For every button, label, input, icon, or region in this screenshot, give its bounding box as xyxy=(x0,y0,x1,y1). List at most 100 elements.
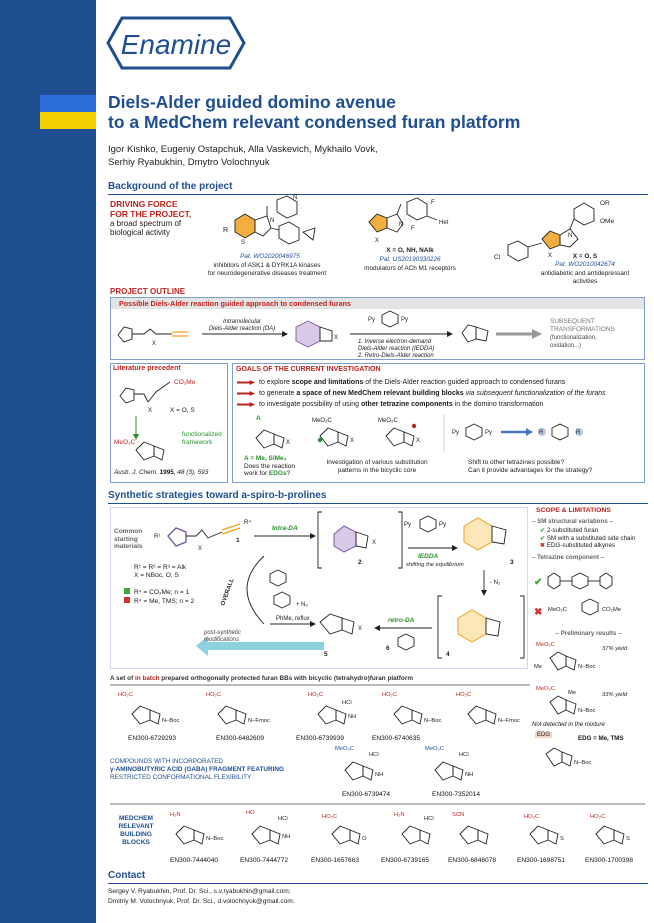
patent-1-desc-2: for neurodegenerative diseases treatment xyxy=(207,270,327,277)
retro-da-label: retro-DA xyxy=(388,617,415,624)
svg-text:F: F xyxy=(431,200,435,206)
compound-2-label: 2 xyxy=(358,559,362,566)
gaba1-hcl: HCl xyxy=(369,752,379,758)
phme-label: PhMe, reflux xyxy=(276,616,310,622)
prelim-yield-2: 33% yield xyxy=(602,692,628,698)
svg-text:X: X xyxy=(334,335,338,341)
mol3-or-label: OR xyxy=(600,200,610,207)
outline-step-1a: 1. Inverse electron-demand xyxy=(358,339,432,345)
goal-meo2c-1: MeO₂C xyxy=(312,418,332,424)
authors-line-1: Igor Kishko, Eugeniy Ostapchuk, Alla Vas… xyxy=(108,144,378,155)
lit-functionalized-2: framework xyxy=(182,439,213,446)
gaba-text: COMPOUNDS WITH INCORPORATED γ-AMINOBUTYR… xyxy=(110,758,284,781)
iedda-py-left: Py xyxy=(404,522,411,528)
patent-2-desc: modulators of ACh M1 receptors xyxy=(364,265,456,272)
iedda-py-right: Py xyxy=(439,522,446,528)
goal-1: to explore scope and limitations of the … xyxy=(237,377,642,388)
medchem-structures: H₂N N–Boc HO HCl NH HO₂C O H₂N HCl SCN H… xyxy=(170,810,630,845)
literature-scheme: CO₂Me X X = O, S MeO₂C functionalized fr… xyxy=(114,379,222,461)
mc2-hcl: HCl xyxy=(278,816,288,822)
goal-py-left: Py xyxy=(452,430,459,436)
batch-structures: HO₂C N–Boc HO₂C N–Fmoc HO₂C HCl NH HO₂C … xyxy=(118,692,520,725)
poster-title: Diels-Alder guided domino avenue to a Me… xyxy=(108,92,648,132)
mc-code-5: EN300-6846078 xyxy=(448,857,497,864)
patent-3-desc-1: antidiabetic and antidepressant xyxy=(540,270,630,277)
outline-approach-title: Possible Diels-Alder reaction guided app… xyxy=(111,298,644,309)
prelim-structures: MeO₂C Me N–Boc 37% yield MeO₂C Me N–Boc … xyxy=(534,642,628,715)
synthetic-scheme-box xyxy=(110,507,528,669)
compound-1-label: 1 xyxy=(236,537,240,544)
goals-structures: A X MeO₂C X MeO₂C X Py Py R R xyxy=(255,414,583,452)
bb1-ho2c: HO₂C xyxy=(118,692,133,698)
outline-subsequent-1: SUBSEQUENT xyxy=(550,318,595,325)
cross-icon: ✖ xyxy=(540,542,546,549)
enamine-logo: Enamine xyxy=(106,16,246,70)
goal-a-definition: A = Me, SiMe₃ Does the reaction work for… xyxy=(244,455,295,477)
bb-code-3: EN300-6739939 xyxy=(296,735,345,742)
r-definitions: R¹ = R² = R³ = Alk X = NBoc, O, S xyxy=(134,564,187,579)
arrow-right-icon xyxy=(237,380,255,385)
lit-co2me-label: CO₂Me xyxy=(174,379,196,386)
lit-ref-vol: , 48 (3), 593 xyxy=(173,469,209,476)
mc2-ho: HO xyxy=(246,810,255,816)
mc6-s: S xyxy=(560,836,564,842)
tetrazine-heading: – Tetrazine component – xyxy=(532,553,605,561)
outline-step-1b: Diels-Alder reaction (IEDDA) xyxy=(358,346,434,352)
mc-code-2: EN300-7444772 xyxy=(240,857,289,864)
driving-line-1: DRIVING FORCE xyxy=(110,199,178,209)
goal-py-right: Py xyxy=(485,430,492,436)
patent-3-molecule: OR OMe Cl N X xyxy=(494,200,614,262)
section-synthetic-heading: Synthetic strategies toward a-spiro-b-pr… xyxy=(108,490,648,504)
edg-structure: N–Boc xyxy=(545,747,592,767)
svg-text:X: X xyxy=(148,408,152,414)
goal-3: to investigate possibility of using othe… xyxy=(237,399,642,410)
check-icon: ✔ xyxy=(540,527,546,534)
bb3-hcl: HCl xyxy=(342,700,352,706)
arrow-right-icon xyxy=(237,402,255,407)
scope-panel: SCOPE & LIMITATIONS – SM structural vari… xyxy=(532,507,645,797)
patent-1-number: Pat. WO2020046975 xyxy=(240,253,300,260)
section-background-heading: Background of the project xyxy=(108,181,648,195)
outline-subsequent-2: TRANSFORMATIONS xyxy=(550,326,616,333)
svg-text:X: X xyxy=(358,626,362,632)
bb1-boc: N–Boc xyxy=(162,718,180,724)
scope-heading: SCOPE & LIMITATIONS xyxy=(536,507,611,514)
scope-tetrazines: ✔ ✖ MeO₂C CO₂Me xyxy=(534,572,621,618)
title-line-1: Diels-Alder guided domino avenue xyxy=(108,92,396,112)
red-square-icon xyxy=(124,597,130,603)
scope-sm-list: ✔ 2-substituted furan ✔ SM with a substi… xyxy=(540,527,636,549)
svg-text:✔: ✔ xyxy=(534,577,542,588)
mc2-nh: NH xyxy=(282,834,290,840)
not-detected-label: Not detected in the mixture xyxy=(532,721,605,728)
gaba2-nh: NH xyxy=(465,772,473,778)
outline-py-left: Py xyxy=(368,317,375,323)
mc5-scn: SCN xyxy=(452,812,464,818)
section-contact-heading: Contact xyxy=(108,870,648,884)
gaba2-hcl: HCl xyxy=(459,752,469,758)
patent-2-number: Pat. US20190330226 xyxy=(379,256,441,263)
bb-code-4: EN300-6740635 xyxy=(372,735,421,742)
outline-subsequent-3: (functionalization, xyxy=(550,335,597,341)
literature-reference: Austr. J. Chem. 1995, 48 (3), 593 xyxy=(114,469,208,476)
edg-definition: EDG = Me, TMS xyxy=(578,735,624,742)
svg-text:X: X xyxy=(372,540,376,546)
mc-code-4: EN300-6739165 xyxy=(381,857,430,864)
medchem-divider xyxy=(110,803,645,805)
mc6-ho2c: HO₂C xyxy=(524,814,539,820)
goals-list: to explore scope and limitations of the … xyxy=(237,377,642,410)
mc3-o: O xyxy=(362,836,367,842)
bb3-nh: NH xyxy=(348,714,356,720)
gaba-code-1: EN300-6739474 xyxy=(342,791,391,798)
common-materials-label: Common starting materials xyxy=(114,528,143,550)
bb4-boc: N–Boc xyxy=(424,718,442,724)
lit-meo2c-label: MeO₂C xyxy=(114,439,136,446)
lit-ref-year: 1995 xyxy=(159,469,174,476)
patent-2-x-def: X = O, NH, NAlk xyxy=(386,247,434,254)
goal-2: to generate a space of new MedChem relev… xyxy=(237,388,642,399)
contact-line-1: Sergey V. Ryabukhin, Prof. Dr. Sci., s.v… xyxy=(108,888,291,895)
contact-line-2: Dmitriy M. Volochnyuk, Prof. Dr. Sci., d… xyxy=(108,898,295,905)
scope-co2me: CO₂Me xyxy=(602,607,621,613)
driving-line-3: a broad spectrum of xyxy=(110,219,182,228)
bb2-ho2c: HO₂C xyxy=(206,692,221,698)
batch-divider xyxy=(110,684,530,686)
